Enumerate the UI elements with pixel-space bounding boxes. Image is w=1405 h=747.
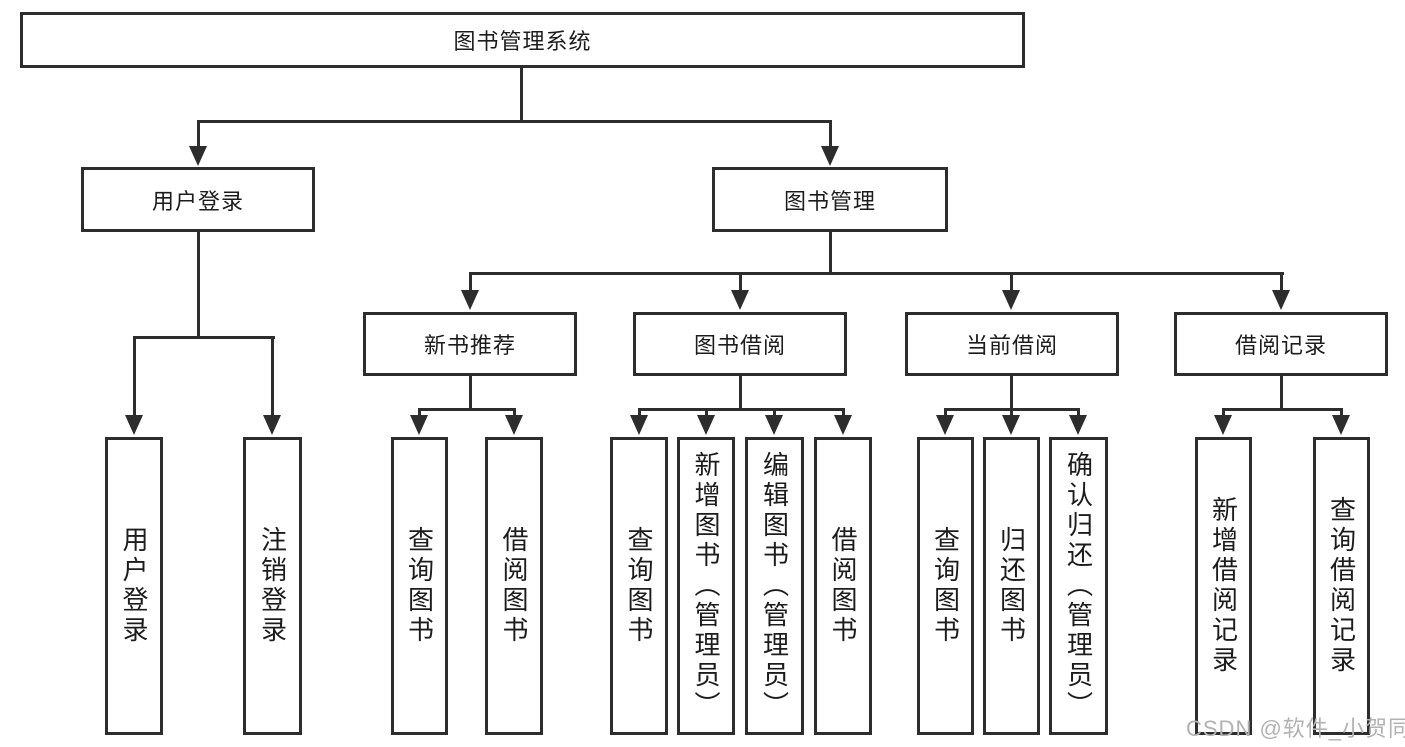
connector-arrow-shaft [468,272,472,292]
connector-arrowhead [1069,415,1087,435]
leaf-query-books-borrow: 查询图书 [610,437,668,735]
connector-line [132,336,275,339]
connector-arrow-shaft [841,408,845,417]
connector-arrowhead [461,290,479,310]
connector-arrowhead [697,415,715,435]
connector-arrow-shaft [1076,408,1080,417]
connector-arrow-shaft [512,408,516,417]
connector-arrowhead [1332,415,1350,435]
connector-arrowhead [125,415,143,435]
leaf-confirm-return-admin: 确认归还（管理员） [1049,437,1108,735]
connector-line [637,408,845,411]
connector-arrow-shaft [196,120,200,148]
node-current-borrow: 当前借阅 [905,312,1119,376]
connector-arrowhead [765,415,783,435]
connector-line [468,376,472,408]
connector-arrowhead [1002,415,1020,435]
connector-arrow-shaft [132,336,136,417]
connector-line [196,232,200,336]
connector-line [1221,408,1343,411]
node-new-book-recommend: 新书推荐 [363,312,577,376]
leaf-query-books-recommend: 查询图书 [391,437,448,735]
connector-arrowhead [263,415,281,435]
connector-arrow-shaft [738,272,742,292]
leaf-user-login: 用户登录 [105,437,163,735]
connector-arrow-shaft [1339,408,1343,417]
node-book-management: 图书管理 [712,167,948,232]
connector-arrowhead [834,415,852,435]
connector-arrowhead [731,290,749,310]
connector-line [519,68,523,120]
connector-arrowhead [630,415,648,435]
connector-arrowhead [1002,290,1020,310]
connector-arrow-shaft [417,408,421,417]
connector-arrow-shaft [637,408,641,417]
leaf-logout: 注销登录 [243,437,302,735]
connector-arrowhead [1272,290,1290,310]
leaf-edit-books-admin: 编辑图书（管理员） [745,437,804,735]
connector-arrow-shaft [772,408,776,417]
leaf-query-books-current: 查询图书 [917,437,974,735]
connector-line [196,120,832,123]
connector-line [738,376,742,408]
node-borrow-records: 借阅记录 [1174,312,1388,376]
leaf-borrow-books: 借阅图书 [814,437,872,735]
csdn-watermark: CSDN @软件_小贺同学 [1186,716,1405,741]
connector-arrowhead [821,146,839,166]
connector-arrow-shaft [270,336,274,417]
connector-arrowhead [505,415,523,435]
connector-arrowhead [1214,415,1232,435]
connector-arrow-shaft [828,120,832,148]
connector-arrow-shaft [704,408,708,417]
connector-line [828,232,832,272]
leaf-add-books-admin: 新增图书（管理员） [677,437,735,735]
connector-arrowhead [410,415,428,435]
connector-line [468,272,1284,275]
connector-arrowhead [189,146,207,166]
root-node-library-system: 图书管理系统 [20,12,1025,68]
connector-line [417,408,516,411]
leaf-return-books: 归还图书 [983,437,1040,735]
connector-arrow-shaft [943,408,947,417]
node-user-login: 用户登录 [81,167,315,232]
connector-line [1279,376,1283,408]
connector-arrow-shaft [1009,408,1013,417]
node-book-borrow: 图书借阅 [633,312,847,376]
leaf-add-borrow-record: 新增借阅记录 [1195,437,1252,735]
connector-arrow-shaft [1279,272,1283,292]
connector-arrow-shaft [1221,408,1225,417]
connector-line [1009,376,1013,408]
connector-arrow-shaft [1009,272,1013,292]
leaf-borrow-books-recommend: 借阅图书 [485,437,543,735]
connector-arrowhead [936,415,954,435]
leaf-query-borrow-record: 查询借阅记录 [1313,437,1370,735]
